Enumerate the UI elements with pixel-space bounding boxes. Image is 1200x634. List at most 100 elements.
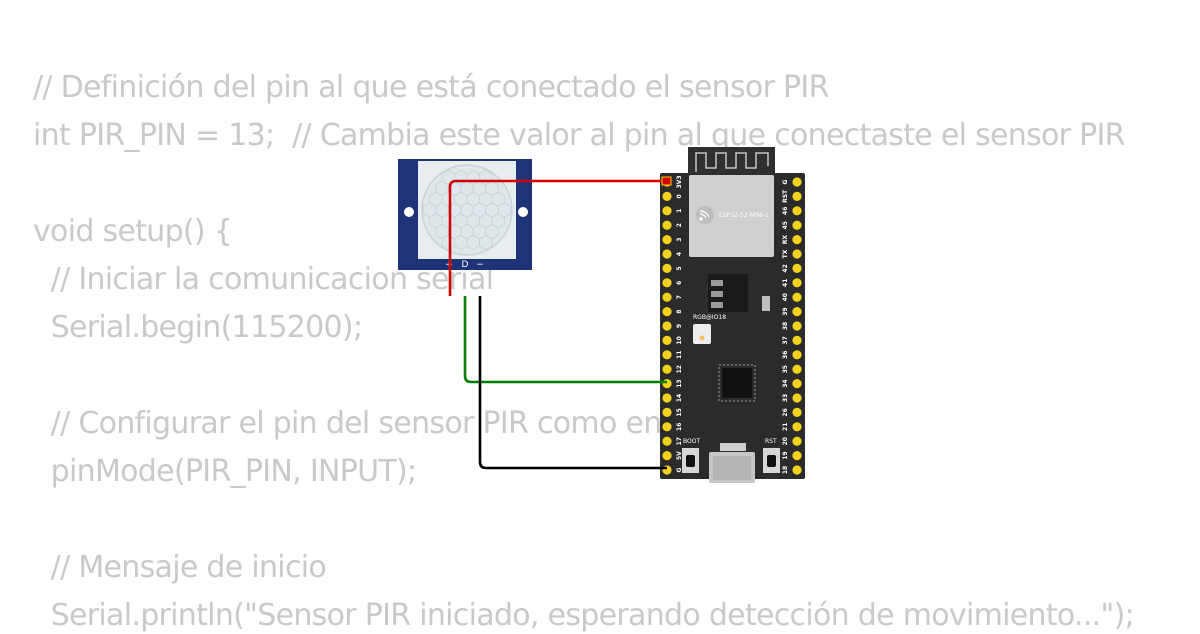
rgb-led-dot [699,335,705,341]
esp32-s2-board[interactable]: ESP32-S2-MINI-1 RGB@IO18 BOOT RST 3V3012… [660,147,805,483]
left-pin-label: 17 [676,437,683,445]
left-pin-label: 4 [676,252,683,256]
right-pin-35[interactable] [792,364,802,374]
wifi-module [689,175,774,257]
left-pin-label: 5 [676,266,683,270]
left-pin-12[interactable] [662,364,672,374]
regulator-tab-2 [711,291,723,297]
right-pin-label: G [782,179,789,184]
left-pin-5[interactable] [662,263,672,273]
right-pin-36[interactable] [792,350,802,360]
left-pin-4[interactable] [662,249,672,259]
left-pin-16[interactable] [662,422,672,432]
left-pin-11[interactable] [662,350,672,360]
right-pin-18[interactable] [792,465,802,475]
code-line: // Iniciar la comunicacion serial [33,262,494,297]
right-pin-label: 34 [782,379,789,387]
rst-button[interactable] [767,455,776,467]
right-pin-label: RX [782,235,789,245]
right-pin-TX[interactable] [792,249,802,259]
right-pin-label: 41 [782,279,789,287]
right-pin-33[interactable] [792,393,802,403]
power-wire-end [661,176,672,186]
right-pin-20[interactable] [792,436,802,446]
smd-capacitor [762,296,770,311]
pir-lens-pattern [422,169,512,251]
right-pin-label: 37 [782,336,789,344]
left-pin-0[interactable] [662,191,672,201]
right-pin-34[interactable] [792,379,802,389]
left-pin-3[interactable] [662,235,672,245]
left-pin-label: 9 [676,324,683,328]
right-pin-label: TX [782,249,789,258]
right-pin-38[interactable] [792,321,802,331]
left-pin-14[interactable] [662,393,672,403]
left-pin-label: 7 [676,295,683,299]
code-line: void setup() { [33,214,233,249]
left-pin-15[interactable] [662,407,672,417]
left-pin-7[interactable] [662,292,672,302]
left-pin-6[interactable] [662,278,672,288]
right-pin-label: 35 [782,365,789,373]
right-pin-G[interactable] [792,177,802,187]
code-line: Serial.println("Sensor PIR iniciado, esp… [33,598,1135,633]
left-pin-label: 8 [676,310,683,314]
left-pin-17[interactable] [662,436,672,446]
right-pin-26[interactable] [792,407,802,417]
right-pin-RST[interactable] [792,191,802,201]
left-pin-label: 5V [676,451,683,460]
right-pin-label: RST [782,189,789,203]
left-pin-1[interactable] [662,206,672,216]
antenna-area [688,147,775,177]
right-pin-label: 21 [782,423,789,431]
right-pin-label: 45 [782,221,789,229]
right-pin-label: 20 [782,437,789,445]
right-pin-RX[interactable] [792,235,802,245]
left-pin-label: 12 [676,365,683,373]
main-chip-outline [718,364,756,402]
left-pin-10[interactable] [662,335,672,345]
ground-wire[interactable] [478,296,667,470]
right-pin-label: 46 [782,207,789,215]
code-line: int PIR_PIN = 13; // Cambia este valor a… [33,118,1126,153]
right-pin-label: 40 [782,293,789,301]
right-pin-40[interactable] [792,292,802,302]
right-pin-39[interactable] [792,307,802,317]
right-pin-label: 38 [782,322,789,330]
lens-facet [478,234,493,251]
wifi-icon [696,206,714,224]
left-pin-5V[interactable] [662,451,672,461]
pir-sensor[interactable]: + D − [398,159,532,270]
right-pin-19[interactable] [792,451,802,461]
right-pin-46[interactable] [792,206,802,216]
code-line: // Definición del pin al que está conect… [33,70,829,105]
right-pin-42[interactable] [792,263,802,273]
signal-wire[interactable] [463,296,667,384]
right-pin-header: GRST4645RXTX4241403938373635343326212019… [782,177,802,475]
left-pin-9[interactable] [662,321,672,331]
code-line: Serial.begin(115200); [33,310,363,345]
right-pin-label: 39 [782,307,789,315]
boot-button[interactable] [686,455,695,467]
right-pin-37[interactable] [792,335,802,345]
regulator-tab-3 [711,302,723,308]
power-wire[interactable] [448,179,667,296]
right-pin-label: 26 [782,408,789,416]
left-pin-2[interactable] [662,220,672,230]
pir-mount-hole-right [518,207,528,217]
antenna-trace [695,152,769,172]
left-pin-13[interactable] [662,379,672,389]
pir-pin-label-data: D [462,260,469,270]
left-pin-8[interactable] [662,307,672,317]
module-label: ESP32-S2-MINI-1 [719,212,769,219]
right-pin-41[interactable] [792,278,802,288]
right-pin-label: 36 [782,351,789,359]
left-pin-label: 15 [676,408,683,416]
left-pin-label: 14 [676,394,683,402]
right-pin-45[interactable] [792,220,802,230]
boot-label: BOOT [683,438,700,445]
right-pin-21[interactable] [792,422,802,432]
